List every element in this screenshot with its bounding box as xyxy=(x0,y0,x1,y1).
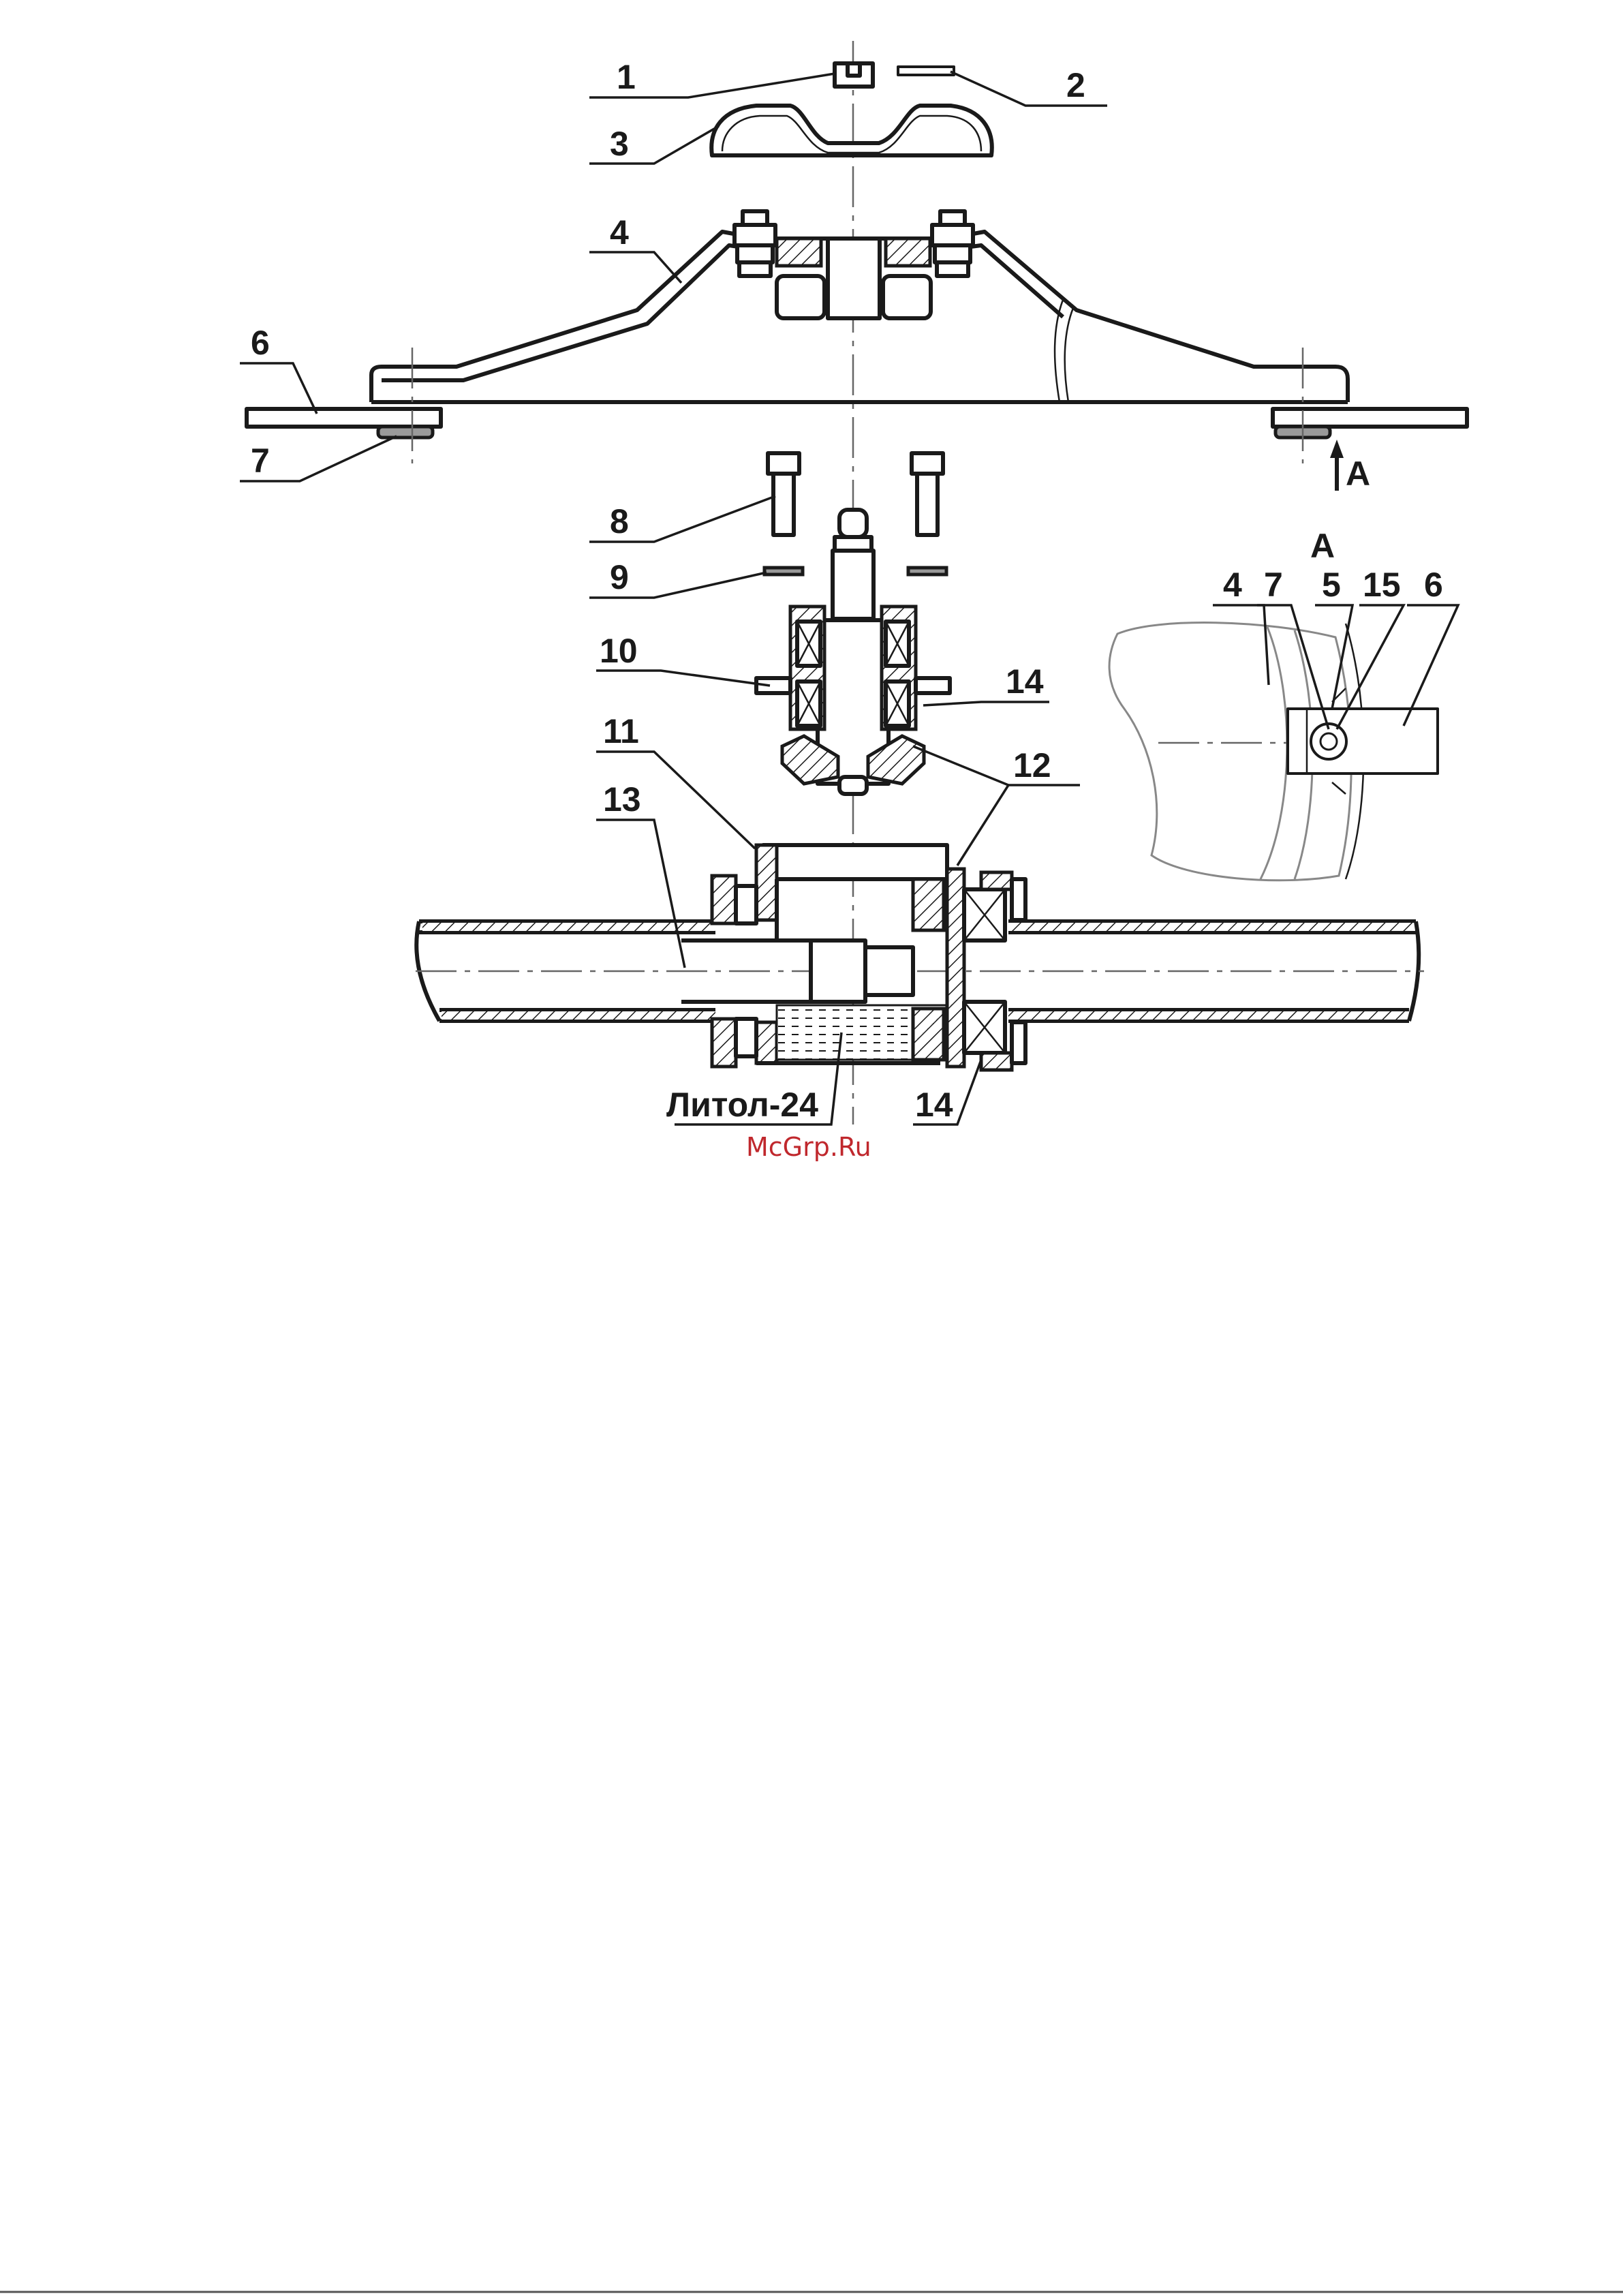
label-10: 10 xyxy=(600,632,638,670)
label-arrow-a: A xyxy=(1346,455,1370,493)
part-7-blade-pivot xyxy=(378,348,1330,463)
grease-label: Литол-24 xyxy=(666,1086,818,1124)
label-8: 8 xyxy=(610,502,629,540)
view-a-label-7: 7 xyxy=(1264,566,1283,604)
label-7: 7 xyxy=(251,442,270,480)
watermark: McGrp.Ru xyxy=(746,1132,871,1162)
part-2-cotter-pin xyxy=(898,67,954,75)
label-11: 11 xyxy=(603,712,639,750)
view-a-detail xyxy=(1109,623,1438,881)
label-1: 1 xyxy=(617,58,636,96)
label-2: 2 xyxy=(1066,66,1085,104)
part-4-rotor-body xyxy=(371,211,1348,402)
part-6-blade xyxy=(247,402,1467,427)
label-9: 9 xyxy=(610,558,629,596)
label-3: 3 xyxy=(610,125,629,163)
lower-gearbox-section xyxy=(416,845,1424,1070)
view-a-title: A xyxy=(1310,527,1335,565)
label-13: 13 xyxy=(603,780,641,818)
label-12: 12 xyxy=(1013,746,1051,784)
view-a-label-15: 15 xyxy=(1363,566,1401,604)
view-a-label-6: 6 xyxy=(1424,566,1443,604)
view-a-label-4: 4 xyxy=(1223,566,1242,604)
label-4: 4 xyxy=(610,213,629,251)
part-1-nut xyxy=(835,63,873,87)
label-6: 6 xyxy=(251,324,270,362)
label-14-upper: 14 xyxy=(1006,662,1044,701)
shaft-bearing-assembly xyxy=(756,510,950,794)
part-3-cover xyxy=(711,106,991,155)
view-a-label-5: 5 xyxy=(1322,566,1341,604)
label-14-lower: 14 xyxy=(915,1086,953,1124)
